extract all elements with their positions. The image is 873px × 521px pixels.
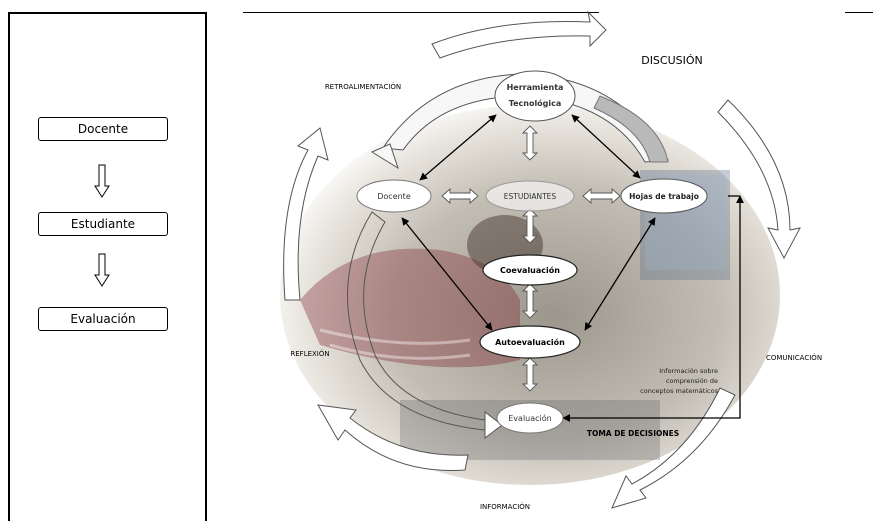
node-students-label: ESTUDIANTES	[504, 192, 557, 201]
label-comunicacion: COMUNICACIÓN	[766, 353, 822, 362]
node-worksheets-label: Hojas de trabajo	[629, 192, 699, 201]
double-arrow-horizontal-icon	[582, 188, 621, 204]
table-border-top-left	[8, 12, 206, 14]
table-border-top-right	[243, 12, 599, 13]
double-arrow-horizontal-icon	[441, 188, 479, 204]
double-arrow-vertical-icon	[521, 125, 539, 161]
double-arrow-vertical-icon	[521, 208, 539, 244]
cycle-arrow-top-icon	[431, 10, 607, 59]
flow-box-estudiante: Estudiante	[38, 212, 168, 236]
node-peer-eval-label: Coevaluación	[500, 265, 560, 275]
node-worksheets: Hojas de trabajo	[620, 178, 708, 214]
node-evaluation: Evaluación	[496, 402, 564, 434]
flow-box-evaluacion: Evaluación	[38, 307, 168, 331]
node-tool-line2: Tecnológica	[509, 98, 562, 108]
info-note-line2: comprensión de	[666, 377, 718, 385]
decision-label: TOMA DE DECISIONES	[587, 429, 679, 438]
table-border-left	[8, 12, 10, 521]
label-retroalimentacion: RETROALIMENTACIÓN	[325, 82, 401, 91]
table-border-middle	[205, 12, 207, 521]
node-tool: Herramienta Tecnológica	[494, 70, 576, 122]
label-reflexion: REFLEXIÓN	[290, 349, 329, 358]
node-connectors	[401, 114, 744, 422]
node-peer-eval: Coevaluación	[482, 254, 578, 286]
label-informacion: INFORMACIÓN	[480, 502, 530, 511]
info-note-line3: conceptos matemáticos	[640, 387, 718, 395]
cycle-arrow-bottom-icon	[317, 404, 469, 471]
double-arrows	[441, 125, 621, 392]
double-arrow-vertical-icon	[521, 357, 539, 392]
node-self-eval: Autoevaluación	[479, 325, 581, 359]
node-teacher-label: Docente	[377, 192, 411, 201]
info-note-line1: Información sobre	[659, 367, 718, 375]
cycle-arrow-right-icon	[717, 99, 801, 260]
node-evaluation-label: Evaluación	[508, 413, 551, 423]
cycle-arrow-left-icon	[283, 127, 329, 301]
flow-down-arrow-icon	[94, 253, 110, 287]
node-teacher: Docente	[356, 179, 432, 213]
node-students: ESTUDIANTES	[485, 180, 575, 212]
label-discusion: DISCUSIÓN	[641, 54, 703, 67]
node-self-eval-label: Autoevaluación	[495, 337, 565, 347]
flow-down-arrow-icon	[94, 164, 110, 198]
flow-box-docente: Docente	[38, 117, 168, 141]
node-tool-line1: Herramienta	[507, 83, 564, 92]
info-note: Información sobre comprensión de concept…	[640, 367, 718, 395]
table-border-top-right-end	[845, 12, 873, 13]
double-arrow-vertical-icon	[521, 283, 539, 319]
